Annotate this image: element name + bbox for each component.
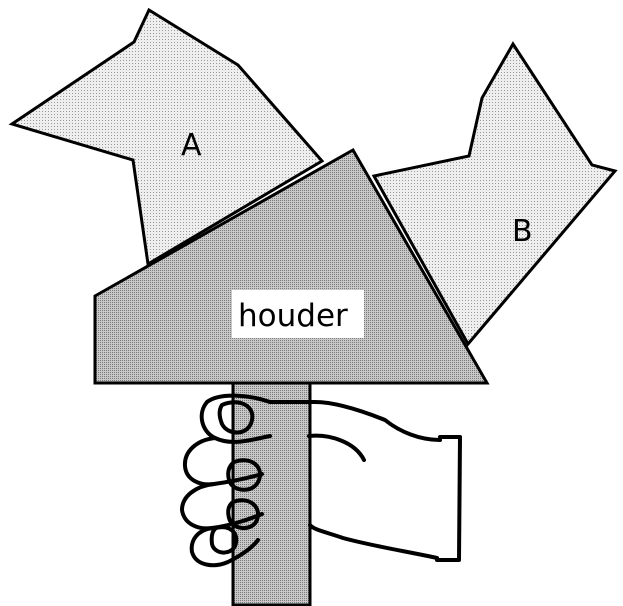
holder-stem (233, 383, 310, 605)
piece-a-label: A (181, 128, 202, 163)
holder-label: houder (238, 298, 348, 334)
piece-b-label: B (512, 214, 533, 249)
hand-holding-icon (182, 396, 460, 566)
